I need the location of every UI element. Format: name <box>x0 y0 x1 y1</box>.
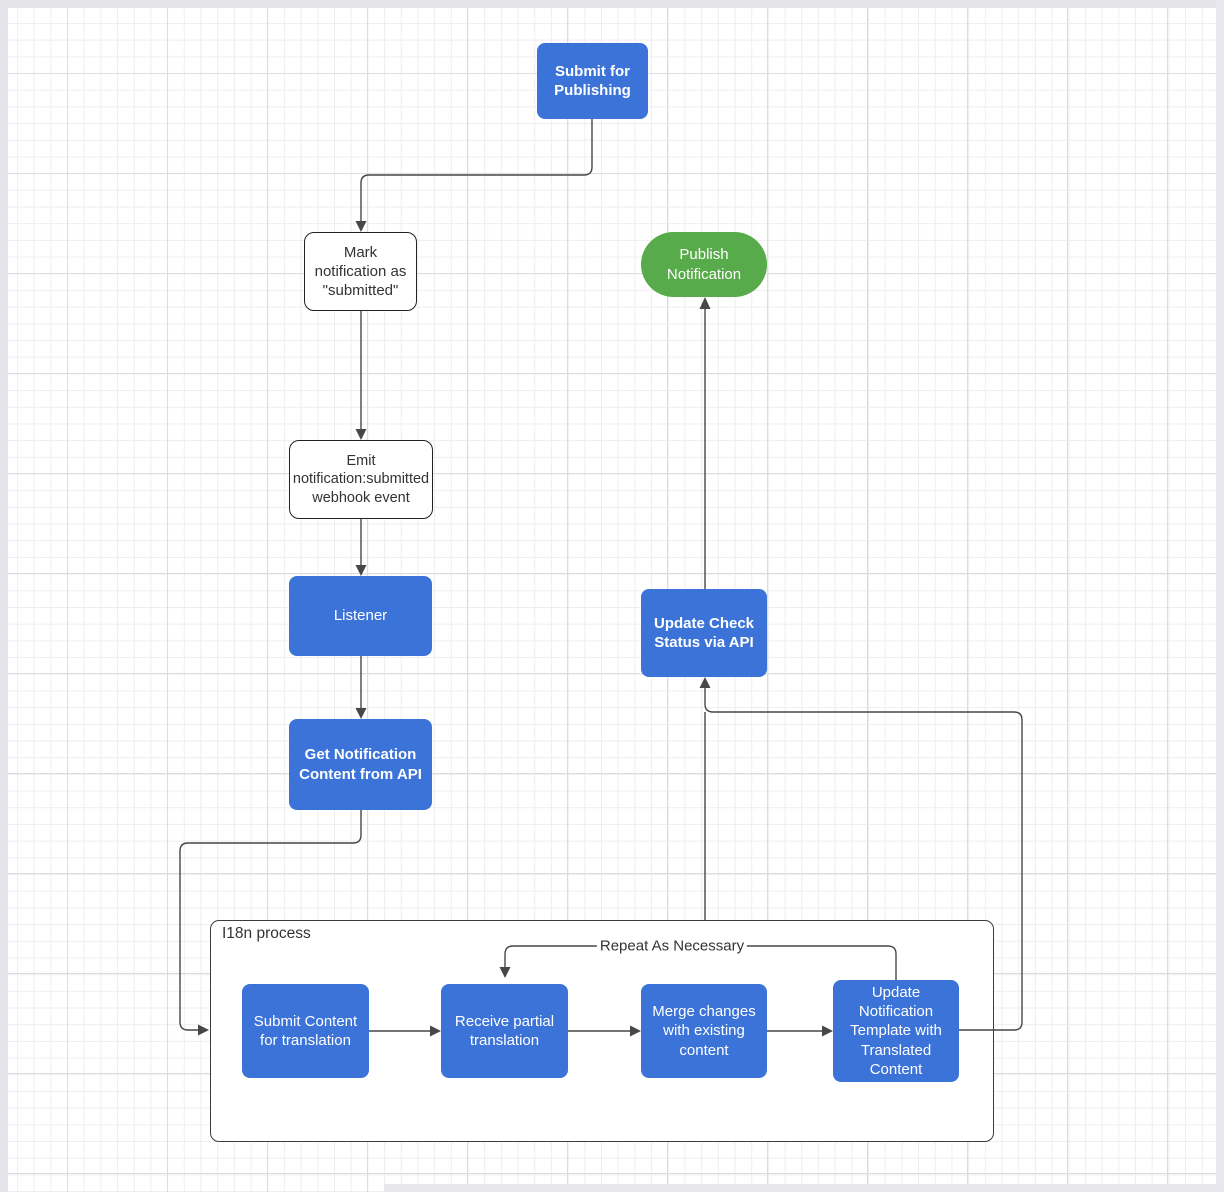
node-submit-for-publishing[interactable]: Submit for Publishing <box>537 43 648 119</box>
canvas-edge-left <box>0 0 8 1192</box>
node-label: Update Notification Template with Transl… <box>850 984 942 1078</box>
node-mark-notification-submitted[interactable]: Mark notification as "submitted" <box>304 232 417 311</box>
node-label: Get Notification Content from API <box>299 746 422 783</box>
canvas-edge-top <box>0 0 1224 8</box>
node-label: Mark notification as "submitted" <box>314 243 407 300</box>
node-receive-partial-translation[interactable]: Receive partial translation <box>441 984 568 1078</box>
node-label: Listener <box>333 607 388 625</box>
node-submit-content-for-translation[interactable]: Submit Content for translation <box>242 984 369 1078</box>
repeat-as-necessary-label: Repeat As Necessary <box>596 937 748 955</box>
node-label: Publish Notification <box>666 246 742 283</box>
node-get-notification-content[interactable]: Get Notification Content from API <box>289 719 432 810</box>
canvas-edge-right <box>1216 0 1224 1192</box>
node-label: Receive partial translation <box>454 1012 555 1049</box>
node-update-notification-template[interactable]: Update Notification Template with Transl… <box>833 980 959 1082</box>
node-listener[interactable]: Listener <box>289 576 432 656</box>
node-update-check-status[interactable]: Update Check Status via API <box>641 589 767 677</box>
node-label: Submit for Publishing <box>554 62 631 99</box>
canvas-edge-bottom <box>384 1184 1224 1192</box>
node-emit-webhook-event[interactable]: Emit notification:submitted webhook even… <box>289 440 433 519</box>
i18n-process-label: I18n process <box>222 925 311 942</box>
node-label: Update Check Status via API <box>653 614 755 651</box>
node-merge-changes[interactable]: Merge changes with existing content <box>641 984 767 1078</box>
node-label: Emit notification:submitted webhook even… <box>292 452 430 506</box>
node-label: Submit Content for translation <box>253 1012 358 1049</box>
node-publish-notification[interactable]: Publish Notification <box>641 232 767 297</box>
node-label: Merge changes with existing content <box>652 1003 756 1059</box>
